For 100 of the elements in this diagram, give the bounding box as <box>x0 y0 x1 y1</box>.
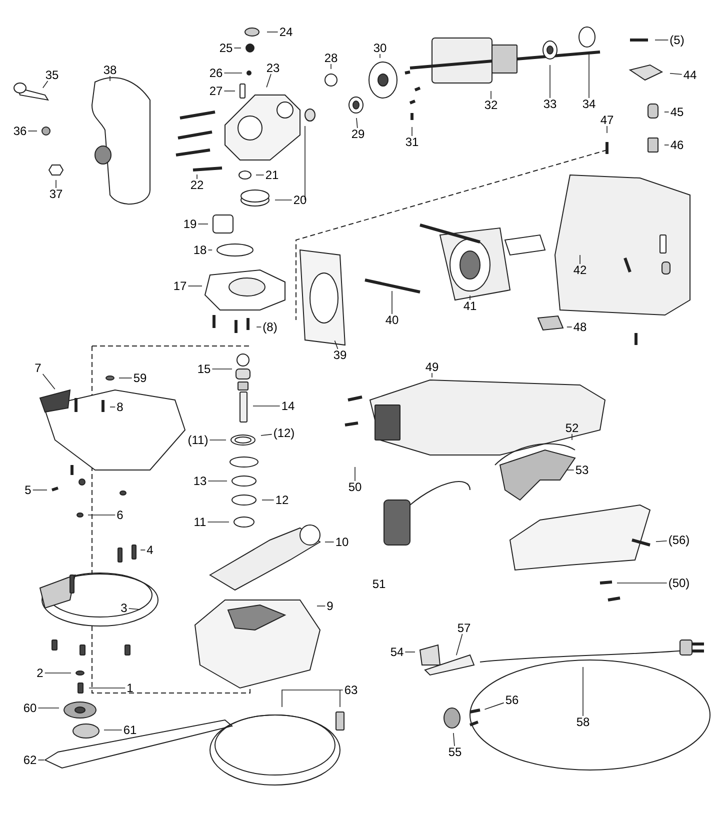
leader-line <box>670 73 682 75</box>
callout-number: 57 <box>457 621 471 635</box>
callout-number: 6 <box>116 508 124 522</box>
callout-number: 14 <box>281 399 295 413</box>
leader-line <box>260 434 272 436</box>
callout-number: 4 <box>146 543 154 557</box>
leader-line <box>224 72 242 74</box>
leader-line <box>456 634 463 656</box>
leader-line <box>266 74 272 88</box>
callout-number: 62 <box>23 753 37 767</box>
callout-number: 60 <box>23 701 37 715</box>
callout-number: 13 <box>193 474 207 488</box>
leader-line <box>453 732 455 746</box>
callout-number: 47 <box>600 113 614 127</box>
callout-number: 11 <box>194 515 206 529</box>
callout-number: 42 <box>573 263 587 277</box>
leader-line <box>616 582 668 584</box>
leader-line <box>664 144 670 146</box>
leader-line <box>356 118 358 128</box>
callout-number: 53 <box>575 463 589 477</box>
leader-line <box>208 480 228 482</box>
callout-number: 51 <box>372 577 386 591</box>
callout-number: 50 <box>348 480 362 494</box>
callout-number: 5 <box>24 483 32 497</box>
leader-line <box>566 326 572 328</box>
leader-line <box>128 608 140 610</box>
callout-number: 20 <box>293 193 307 207</box>
callout-number: 23 <box>266 61 280 75</box>
callout-number: 37 <box>49 187 63 201</box>
callout-number: 31 <box>405 135 419 149</box>
callout-number: 15 <box>197 362 211 376</box>
leader-line <box>484 702 504 710</box>
callout-number: 26 <box>209 66 223 80</box>
callout-number: 1 <box>126 681 134 695</box>
callout-number: (56) <box>668 533 690 547</box>
callout-number: 56 <box>505 693 519 707</box>
callout-number: 30 <box>373 41 387 55</box>
leader-line <box>606 126 608 134</box>
leader-line <box>588 52 590 98</box>
callout-number: 33 <box>543 97 557 111</box>
callout-number: 49 <box>425 360 439 374</box>
leader-line <box>656 540 668 542</box>
callout-number: 12 <box>275 493 289 507</box>
leader-line <box>282 690 344 708</box>
leader-line <box>224 90 236 92</box>
callout-number: 40 <box>385 313 399 327</box>
callout-number: 52 <box>565 421 579 435</box>
leader-line <box>334 340 338 350</box>
leader-line <box>212 368 232 370</box>
leader-line <box>354 466 356 482</box>
leader-line <box>330 64 332 70</box>
callout-number: 41 <box>463 299 477 313</box>
callout-number: 27 <box>209 84 223 98</box>
callout-number: 2 <box>36 666 44 680</box>
leader-line <box>582 666 584 716</box>
callout-number: 8 <box>116 400 124 414</box>
callout-number: 17 <box>173 279 187 293</box>
callout-number: 32 <box>484 98 498 112</box>
callout-number: 7 <box>34 361 42 375</box>
leader-line <box>110 406 116 408</box>
leader-line <box>274 126 306 200</box>
leader-line <box>42 80 48 88</box>
callout-number: (11) <box>188 433 208 447</box>
callout-number: 24 <box>279 25 293 39</box>
leader-line <box>196 174 198 180</box>
callout-number: 36 <box>13 124 27 138</box>
callout-number: 58 <box>576 715 590 729</box>
leader-line <box>256 174 264 176</box>
callout-number: 46 <box>670 138 684 152</box>
callout-number: 22 <box>190 178 204 192</box>
leader-line <box>28 130 38 132</box>
callout-number: 9 <box>326 599 334 613</box>
callout-number: 19 <box>183 217 197 231</box>
callout-number: 54 <box>390 645 404 659</box>
callout-number: (12) <box>273 426 295 440</box>
callout-number: 34 <box>582 97 596 111</box>
callout-number: 3 <box>120 601 128 615</box>
callout-number: 39 <box>333 348 347 362</box>
callout-number: 35 <box>45 68 59 82</box>
callout-number: (8) <box>262 320 278 334</box>
callout-number: 61 <box>123 723 137 737</box>
callout-number: 25 <box>219 41 233 55</box>
callout-number: 21 <box>265 168 279 182</box>
callout-number: 59 <box>133 371 147 385</box>
callout-number: (50) <box>668 576 690 590</box>
callout-number: 45 <box>670 105 684 119</box>
callout-number: 28 <box>324 51 338 65</box>
leader-line <box>256 326 262 328</box>
leader-line <box>44 672 72 674</box>
callout-number: 44 <box>683 68 697 82</box>
callout-number: 63 <box>344 683 358 697</box>
leader-line <box>42 374 56 390</box>
leader-line <box>88 514 116 516</box>
callout-number: 10 <box>335 535 349 549</box>
callout-number: 55 <box>448 745 462 759</box>
leader-line <box>490 90 492 100</box>
callout-number: 29 <box>351 127 365 141</box>
callout-number: 38 <box>103 63 117 77</box>
callout-number: 18 <box>193 243 207 257</box>
callout-number: 48 <box>573 320 587 334</box>
